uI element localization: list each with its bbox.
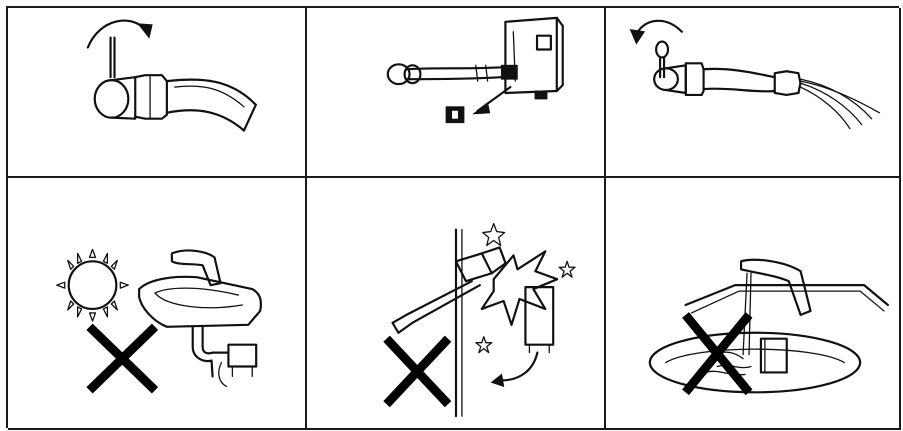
remove-filter-icon <box>307 8 604 176</box>
panel-remove-filter <box>307 8 606 178</box>
panel-no-sun <box>8 178 307 430</box>
panel-open-valve <box>606 8 901 178</box>
panel-close-valve <box>8 8 307 178</box>
no-immersion-icon <box>606 178 899 428</box>
pictogram-grid <box>6 6 899 428</box>
panel-no-immersion <box>606 178 901 430</box>
no-impact-icon <box>307 178 604 428</box>
panel-no-impact <box>307 178 606 430</box>
close-valve-icon <box>8 8 305 176</box>
open-valve-flush-icon <box>606 8 899 176</box>
no-sun-exposure-icon <box>8 178 305 428</box>
